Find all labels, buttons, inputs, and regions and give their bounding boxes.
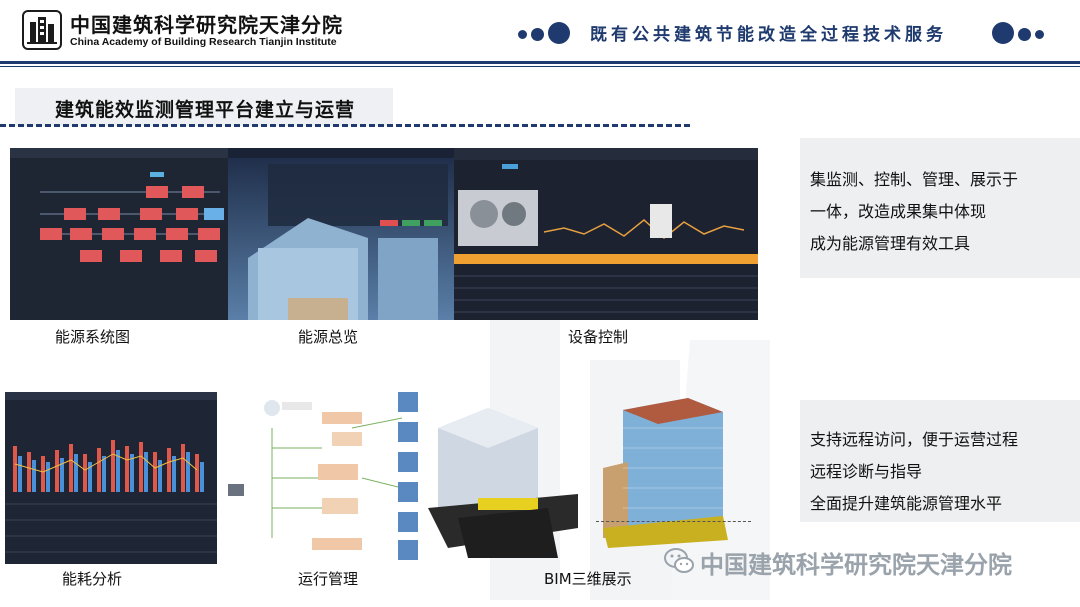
title-background bbox=[15, 88, 393, 126]
header-divider bbox=[0, 61, 1080, 64]
caption-energy-analysis: 能耗分析 bbox=[62, 570, 123, 588]
section-title: 建筑能效监测管理平台建立与运营 bbox=[55, 99, 356, 121]
screenshot-bim-3d bbox=[428, 398, 758, 566]
org-name-cn: 中国建筑科学研究院天津分院 bbox=[70, 13, 343, 37]
caption-bim-3d: BIM三维展示 bbox=[544, 570, 632, 588]
screenshot-energy-analysis bbox=[5, 392, 217, 564]
decor-dot bbox=[1035, 30, 1044, 39]
panel-top-line-1: 集监测、控制、管理、展示于 bbox=[810, 170, 1019, 189]
panel-bottom-line-3: 全面提升建筑能源管理水平 bbox=[810, 494, 1003, 513]
decor-dot bbox=[531, 28, 544, 41]
screenshot-equipment-control bbox=[454, 148, 758, 320]
screenshot-energy-system bbox=[10, 148, 230, 320]
screenshot-operation-management bbox=[222, 388, 428, 566]
caption-energy-system: 能源系统图 bbox=[55, 328, 131, 346]
header-slogan: 既有公共建筑节能改造全过程技术服务 bbox=[590, 25, 947, 45]
logo-icon bbox=[22, 10, 62, 50]
feature-panel-bottom bbox=[800, 400, 1080, 522]
panel-bottom-line-2: 远程诊断与指导 bbox=[810, 462, 923, 481]
caption-energy-overview: 能源总览 bbox=[298, 328, 359, 346]
bim-dashed-line bbox=[596, 521, 751, 522]
wechat-icon bbox=[663, 545, 695, 577]
decor-dot bbox=[518, 30, 527, 39]
caption-operation-management: 运行管理 bbox=[298, 570, 359, 588]
decor-dot bbox=[1018, 28, 1031, 41]
screenshot-energy-overview bbox=[228, 148, 454, 320]
org-name-en: China Academy of Building Research Tianj… bbox=[70, 36, 337, 48]
feature-panel-top bbox=[800, 138, 1080, 278]
header-divider-thin bbox=[0, 66, 1080, 67]
decor-dot bbox=[992, 22, 1014, 44]
watermark-text: 中国建筑科学研究院天津分院 bbox=[700, 551, 1012, 579]
panel-bottom-line-1: 支持远程访问，便于运营过程 bbox=[810, 430, 1019, 449]
caption-equipment-control: 设备控制 bbox=[568, 328, 629, 346]
title-underline bbox=[0, 124, 690, 127]
panel-top-line-3: 成为能源管理有效工具 bbox=[810, 234, 971, 253]
panel-top-line-2: 一体，改造成果集中体现 bbox=[810, 202, 987, 221]
decor-dot bbox=[548, 22, 570, 44]
